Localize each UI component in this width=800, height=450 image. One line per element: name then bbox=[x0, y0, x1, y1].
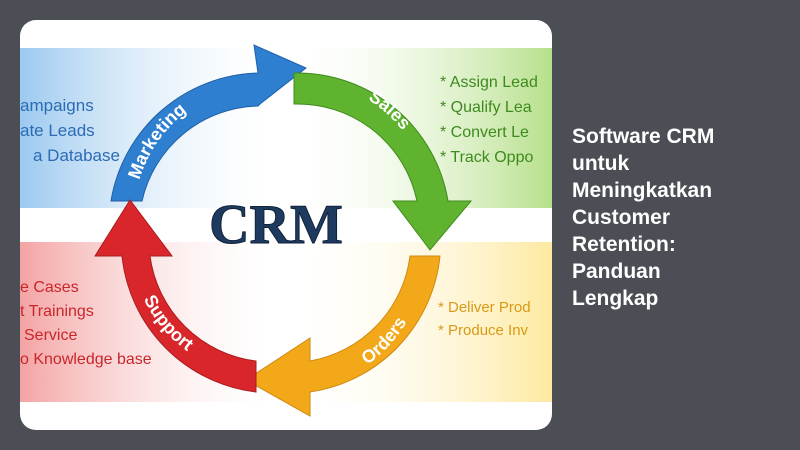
marketing-item: ate Leads bbox=[20, 121, 95, 140]
marketing-arrow bbox=[110, 44, 307, 202]
crm-cycle-image: ampaigns ate Leads a Database * Assign L… bbox=[20, 20, 552, 430]
support-item: o Knowledge base bbox=[20, 351, 152, 368]
orders-items: * Deliver Prod * Produce Inv bbox=[438, 299, 531, 339]
marketing-item: ampaigns bbox=[20, 96, 94, 115]
support-item: t Trainings bbox=[20, 303, 94, 320]
marketing-items: ampaigns ate Leads a Database bbox=[20, 96, 120, 165]
title-line: Lengkap bbox=[572, 287, 659, 310]
support-item: Service bbox=[24, 327, 77, 344]
title-line: Meningkatkan bbox=[572, 179, 713, 202]
title-line: Customer bbox=[572, 206, 671, 229]
orders-item: * Produce Inv bbox=[438, 322, 529, 339]
sales-item: * Qualify Lea bbox=[440, 99, 532, 116]
support-items: e Cases t Trainings Service o Knowledge … bbox=[20, 279, 152, 368]
cycle-arrows bbox=[94, 44, 473, 417]
crm-center-text: CRM bbox=[209, 194, 343, 256]
orders-arrow bbox=[245, 255, 441, 417]
title-line: Retention: bbox=[572, 233, 676, 256]
support-item: e Cases bbox=[20, 279, 79, 296]
title-line: Panduan bbox=[572, 260, 661, 283]
article-title: Software CRM untuk Meningkatkan Customer… bbox=[572, 123, 787, 312]
marketing-item: a Database bbox=[33, 146, 120, 165]
sales-item: * Convert Le bbox=[440, 124, 529, 141]
sales-arrow bbox=[293, 72, 473, 251]
sales-item: * Assign Lead bbox=[440, 74, 538, 91]
title-line: untuk bbox=[572, 152, 630, 175]
title-line: Software CRM bbox=[572, 125, 715, 148]
crm-cycle-diagram: ampaigns ate Leads a Database * Assign L… bbox=[20, 44, 552, 417]
support-arrow bbox=[94, 199, 257, 393]
sales-item: * Track Oppo bbox=[440, 149, 533, 166]
sales-items: * Assign Lead * Qualify Lea * Convert Le… bbox=[440, 74, 538, 166]
orders-item: * Deliver Prod bbox=[438, 299, 531, 316]
